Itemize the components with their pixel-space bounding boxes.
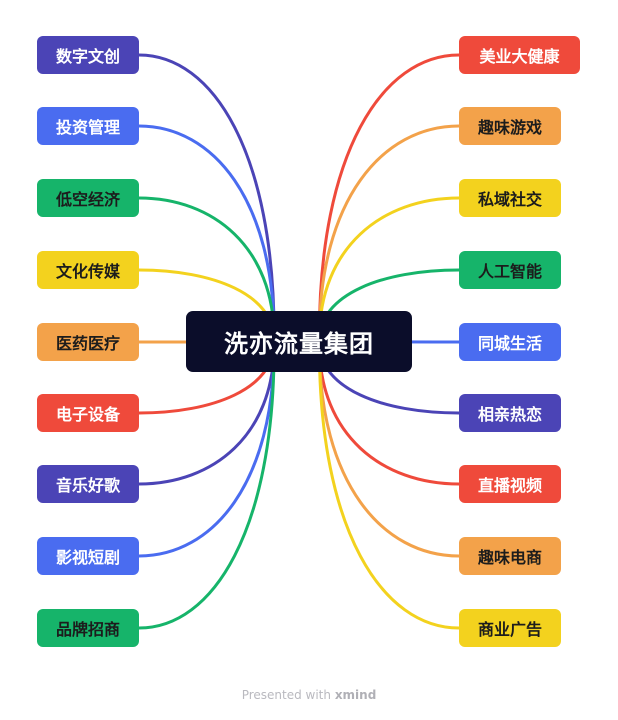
connector-right-8 — [317, 344, 461, 558]
topic-left-7[interactable]: 音乐好歌 — [37, 465, 139, 503]
topic-right-8[interactable]: 趣味电商 — [459, 537, 561, 575]
topic-right-1[interactable]: 美业大健康 — [459, 36, 580, 74]
topic-left-9[interactable]: 品牌招商 — [37, 609, 139, 647]
connector-right-1 — [317, 53, 461, 338]
footer-prefix: Presented with — [241, 688, 335, 702]
topic-right-6[interactable]: 相亲热恋 — [459, 394, 561, 432]
connector-left-9 — [137, 345, 276, 630]
topic-left-5[interactable]: 医药医疗 — [37, 323, 139, 361]
topic-left-1[interactable]: 数字文创 — [37, 36, 139, 74]
topic-left-3[interactable]: 低空经济 — [37, 179, 139, 217]
connector-left-7 — [137, 342, 276, 486]
connector-right-3 — [317, 196, 461, 341]
connector-left-8 — [137, 344, 276, 558]
central-topic[interactable]: 洗亦流量集团 — [186, 311, 412, 372]
topic-right-2[interactable]: 趣味游戏 — [459, 107, 561, 145]
footer-brand: xmind — [334, 688, 377, 702]
connector-right-7 — [317, 342, 461, 486]
topic-right-9[interactable]: 商业广告 — [459, 609, 561, 647]
connector-right-2 — [317, 124, 461, 339]
connector-left-2 — [137, 124, 276, 339]
topic-left-2[interactable]: 投资管理 — [37, 107, 139, 145]
connector-left-1 — [137, 53, 276, 338]
topic-left-8[interactable]: 影视短剧 — [37, 537, 139, 575]
topic-left-4[interactable]: 文化传媒 — [37, 251, 139, 289]
connector-right-9 — [317, 345, 461, 630]
topic-left-6[interactable]: 电子设备 — [37, 394, 139, 432]
connector-left-3 — [137, 196, 276, 341]
topic-right-5[interactable]: 同城生活 — [459, 323, 561, 361]
topic-right-3[interactable]: 私域社交 — [459, 179, 561, 217]
topic-right-7[interactable]: 直播视频 — [459, 465, 561, 503]
topic-right-4[interactable]: 人工智能 — [459, 251, 561, 289]
footer-credit: Presented with xmind — [0, 688, 618, 702]
